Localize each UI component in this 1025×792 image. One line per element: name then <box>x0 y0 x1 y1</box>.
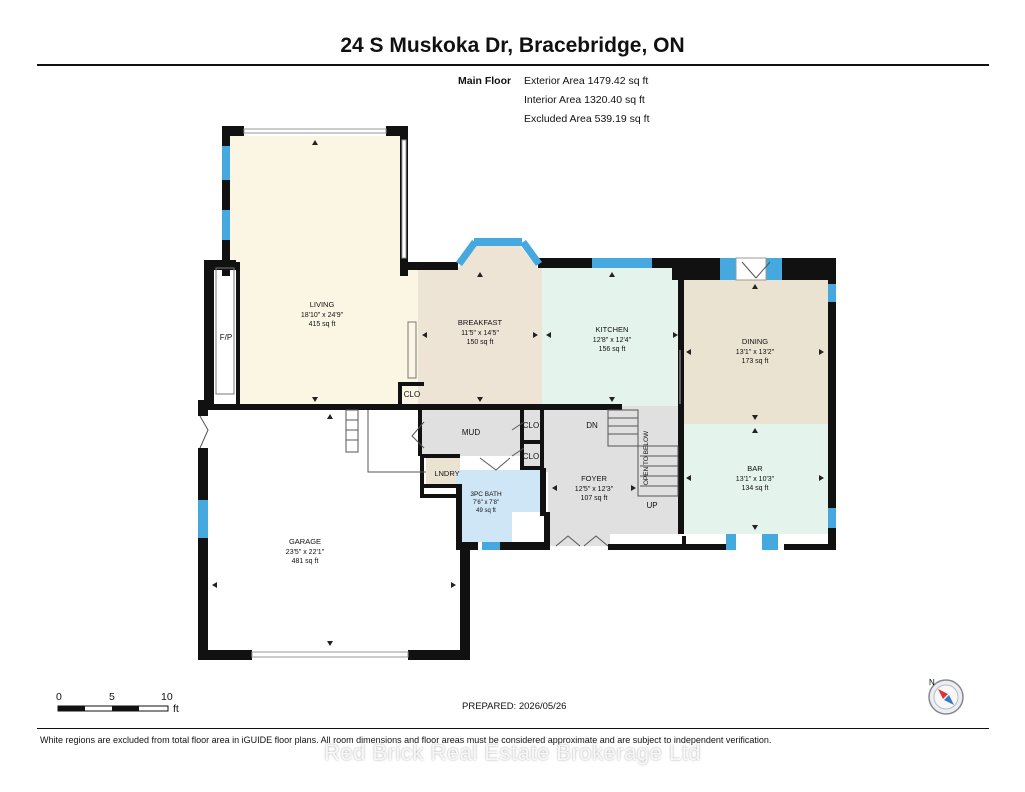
room-name-bath: 3PC BATH <box>470 491 502 498</box>
bar-fill <box>682 424 828 534</box>
room-dims-living: 18'10" x 24'9" <box>301 312 344 319</box>
kitchen-fill <box>542 268 682 406</box>
title-divider <box>37 64 989 66</box>
compass-icon: N <box>928 678 964 715</box>
floor-label: Main Floor <box>458 75 512 87</box>
scale-tick-5: 5 <box>109 691 115 703</box>
room-dims-dining: 13'1" x 13'2" <box>736 349 775 356</box>
room-area-garage: 481 sq ft <box>292 558 319 565</box>
room-dims-foyer: 12'5" x 12'3" <box>575 486 614 493</box>
room-name-breakfast: BREAKFAST <box>458 318 503 327</box>
room-dims-kitchen: 12'8" x 12'4" <box>593 337 632 344</box>
label-open-to-below: OPEN TO BELOW <box>643 430 650 485</box>
room-area-kitchen: 156 sq ft <box>599 346 626 353</box>
windows <box>198 128 836 658</box>
dimension-ticks <box>212 140 824 646</box>
room-area-bar: 134 sq ft <box>742 485 769 492</box>
watermark-text: Red Brick Real Estate Brokerage Ltd <box>323 740 701 765</box>
living-fill <box>230 136 418 406</box>
label-clo-2: CLO <box>523 421 539 430</box>
doors <box>199 261 771 547</box>
compass-north-label: N <box>929 678 935 687</box>
stairs <box>215 267 681 497</box>
excluded-area: Excluded Area 539.19 sq ft <box>524 113 650 125</box>
disclaimer-text: White regions are excluded from total fl… <box>40 735 772 745</box>
room-area-living: 415 sq ft <box>309 321 336 328</box>
prepared-date: PREPARED: 2026/05/26 <box>462 701 567 712</box>
label-mud: MUD <box>462 428 480 437</box>
label-fireplace: F/P <box>220 333 232 342</box>
label-lndry: LNDRY <box>434 469 459 478</box>
room-area-foyer: 107 sq ft <box>581 495 608 502</box>
dining-fill <box>682 280 828 424</box>
room-name-kitchen: KITCHEN <box>596 325 629 334</box>
label-stairs-up: UP <box>646 501 657 510</box>
page-title: 24 S Muskoka Dr, Bracebridge, ON <box>340 34 685 57</box>
room-area-breakfast: 150 sq ft <box>467 339 494 346</box>
room-name-bar: BAR <box>747 464 763 473</box>
room-dims-bar: 13'1" x 10'3" <box>736 476 775 483</box>
scale-unit: ft <box>173 703 179 715</box>
label-clo-1: CLO <box>404 390 420 399</box>
footer-divider <box>37 728 989 729</box>
label-clo-3: CLO <box>523 452 539 461</box>
room-labels: LIVING 18'10" x 24'9" 415 sq ft BREAKFAS… <box>220 300 775 565</box>
label-stairs-down: DN <box>586 421 598 430</box>
scale-bar <box>57 705 169 712</box>
room-dims-breakfast: 11'5" x 14'5" <box>461 330 499 337</box>
interior-area: Interior Area 1320.40 sq ft <box>524 94 645 106</box>
room-fills <box>230 136 828 546</box>
room-name-foyer: FOYER <box>581 474 607 483</box>
room-dims-garage: 23'5" x 22'1" <box>286 549 325 556</box>
circulation-fill <box>418 406 682 546</box>
room-name-dining: DINING <box>742 337 768 346</box>
room-area-bath: 49 sq ft <box>476 508 496 514</box>
bath-fill <box>456 470 540 542</box>
room-dims-bath: 7'6" x 7'8" <box>473 500 499 506</box>
exterior-area: Exterior Area 1479.42 sq ft <box>524 75 649 87</box>
walls <box>198 126 836 660</box>
room-name-living: LIVING <box>310 300 335 309</box>
scale-tick-0: 0 <box>56 691 62 703</box>
room-name-garage: GARAGE <box>289 537 321 546</box>
lndry-fill <box>426 456 460 486</box>
breakfast-fill <box>418 246 542 406</box>
scale-tick-10: 10 <box>161 691 173 703</box>
room-area-dining: 173 sq ft <box>742 358 769 365</box>
